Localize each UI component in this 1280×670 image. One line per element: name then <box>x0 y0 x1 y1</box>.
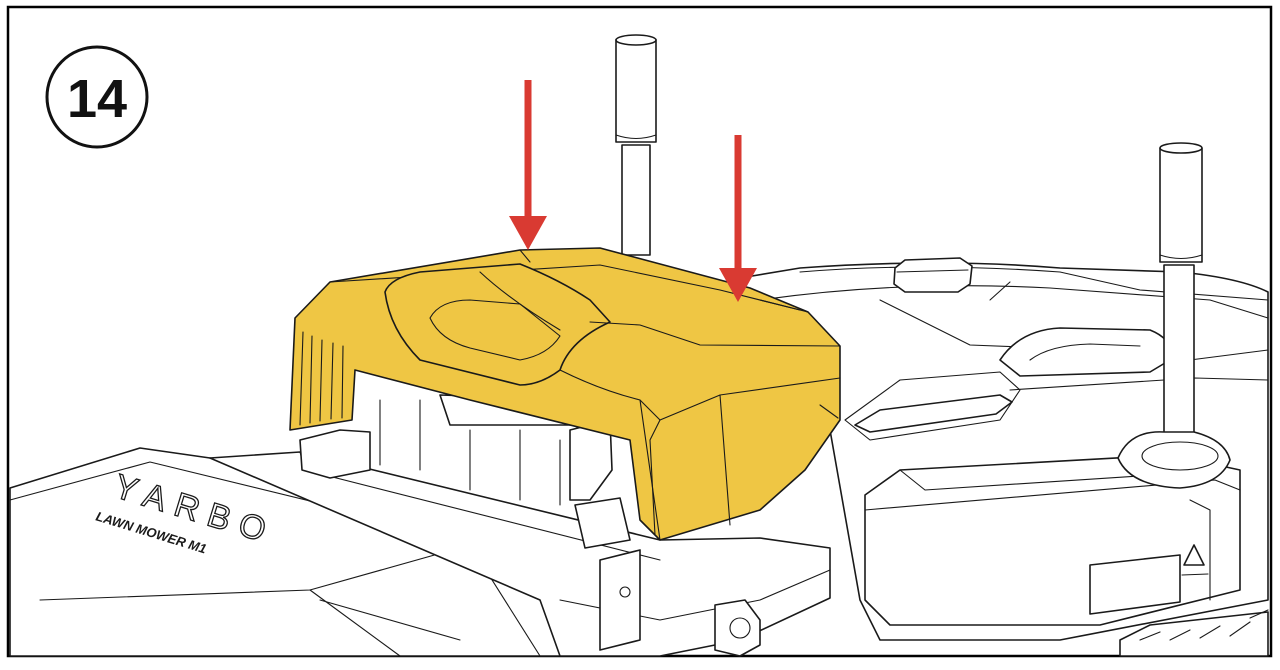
antenna-right <box>1117 142 1231 489</box>
insert-arrows <box>509 80 757 302</box>
bolt-icon <box>729 617 751 639</box>
top-cover <box>289 247 841 541</box>
step-badge: 14 <box>45 45 149 149</box>
robot-body <box>739 257 1269 657</box>
arrow-down-icon <box>509 80 547 250</box>
screw-icon <box>619 586 631 598</box>
mower-deck: YARBO LAWN MOWER M1 <box>9 447 561 657</box>
cover-handle <box>384 263 611 386</box>
arrow-down-icon <box>719 135 757 302</box>
track-treads <box>1119 609 1269 657</box>
step-circle <box>45 45 149 149</box>
cover-vents <box>299 331 344 426</box>
step-number: 14 <box>67 69 127 129</box>
antenna-left <box>615 34 657 256</box>
top-cap <box>893 257 973 293</box>
